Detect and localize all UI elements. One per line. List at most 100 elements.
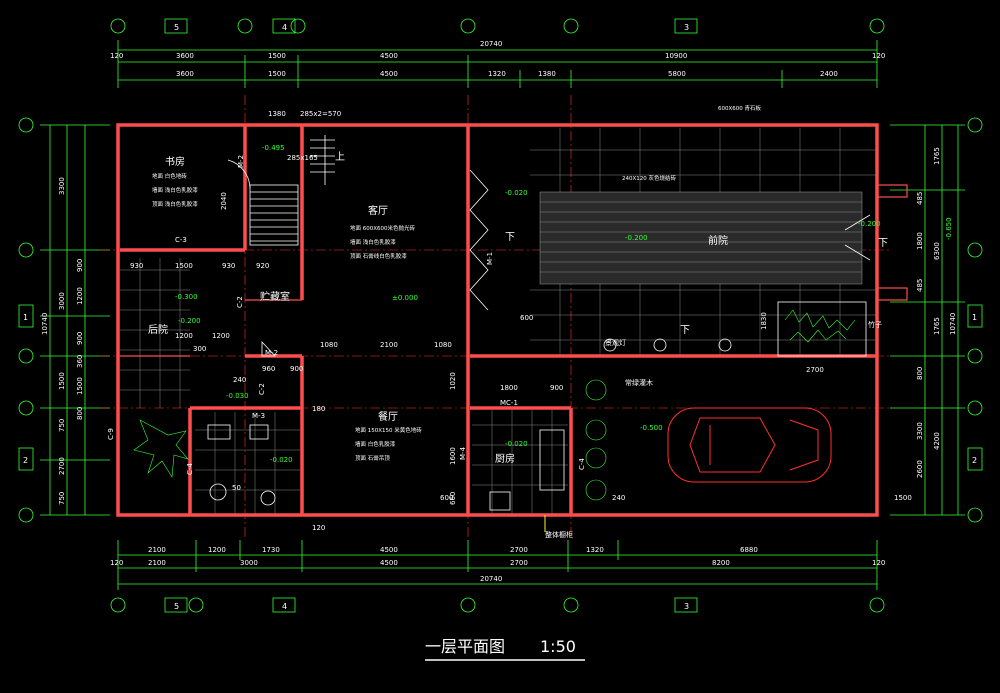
svg-text:墙面 浅白色乳胶漆: 墙面 浅白色乳胶漆	[350, 238, 396, 246]
top-axis-4: 4	[282, 23, 287, 32]
svg-text:4500: 4500	[380, 559, 398, 567]
svg-text:285x165: 285x165	[287, 154, 318, 162]
svg-text:-0.200: -0.200	[178, 317, 201, 325]
svg-text:1200: 1200	[212, 332, 230, 340]
svg-text:10740: 10740	[949, 313, 957, 335]
floor-tile-grids	[120, 128, 877, 515]
svg-text:900: 900	[290, 365, 303, 373]
svg-text:M-3: M-3	[252, 412, 265, 420]
svg-text:5800: 5800	[668, 70, 686, 78]
svg-text:地面 白色地砖: 地面 白色地砖	[152, 172, 187, 180]
svg-text:2040: 2040	[220, 192, 228, 210]
svg-text:6880: 6880	[740, 546, 758, 554]
svg-text:M-2: M-2	[265, 349, 278, 357]
svg-text:1500: 1500	[76, 377, 84, 395]
svg-text:3300: 3300	[916, 422, 924, 440]
staircase	[249, 135, 335, 246]
svg-text:4200: 4200	[933, 432, 941, 450]
svg-text:1500: 1500	[58, 372, 66, 390]
svg-text:-0.200: -0.200	[858, 220, 881, 228]
svg-text:1765: 1765	[933, 147, 941, 165]
svg-text:1800: 1800	[916, 232, 924, 250]
svg-text:2700: 2700	[510, 546, 528, 554]
svg-text:6300: 6300	[933, 242, 941, 260]
svg-text:MC-1: MC-1	[500, 399, 518, 407]
axis-center-lines	[100, 95, 890, 540]
svg-text:下: 下	[878, 238, 888, 249]
room-living: 客厅	[368, 204, 388, 217]
fixtures	[207, 338, 732, 532]
svg-text:930: 930	[130, 262, 143, 270]
svg-text:360: 360	[76, 355, 84, 368]
svg-text:10900: 10900	[665, 52, 687, 60]
top-axis-5: 5	[174, 23, 179, 32]
svg-text:4500: 4500	[380, 546, 398, 554]
bottom-dimension-lines	[117, 540, 878, 590]
svg-text:-0.020: -0.020	[505, 189, 528, 197]
top-dimension-texts: 20740 120 3600 1500 4500 10900 120 3600 …	[110, 40, 885, 78]
svg-text:1765: 1765	[933, 317, 941, 335]
svg-text:-0.300: -0.300	[175, 293, 198, 301]
svg-text:750: 750	[58, 492, 66, 505]
svg-text:750: 750	[58, 419, 66, 432]
svg-text:地面 150X150 米黄色地砖: 地面 150X150 米黄色地砖	[355, 426, 422, 434]
svg-text:C-2: C-2	[236, 296, 244, 308]
bottom-axis-4: 4	[282, 602, 287, 611]
svg-text:1500: 1500	[268, 52, 286, 60]
left-axis-1: 1	[23, 313, 28, 322]
svg-text:240X120 灰色烧结砖: 240X120 灰色烧结砖	[622, 174, 677, 182]
svg-text:1730: 1730	[262, 546, 280, 554]
svg-text:2100: 2100	[380, 341, 398, 349]
interior-dimensions: 1380 285x2=570 285x165 920 2040 930 1500…	[130, 110, 912, 532]
svg-text:下: 下	[680, 325, 690, 336]
svg-text:1020: 1020	[449, 372, 457, 390]
svg-text:1600: 1600	[449, 447, 457, 465]
room-labels: 书房 贮藏室 客厅 后院 餐厅 厨房 前院 竹子 常绿灌木 景观灯 整体橱柜	[148, 155, 882, 539]
right-dimension-lines: 1 2	[890, 117, 983, 523]
svg-text:1080: 1080	[434, 341, 452, 349]
right-axis-2: 2	[972, 456, 977, 465]
svg-text:1080: 1080	[320, 341, 338, 349]
room-front-yard: 前院	[708, 234, 728, 247]
svg-text:M-4: M-4	[459, 446, 467, 460]
left-dimension-texts: 10740 3300 3000 1500 750 2700 750 900 12…	[41, 177, 84, 505]
label-bamboo: 竹子	[868, 320, 882, 329]
room-kitchen: 厨房	[495, 452, 515, 465]
left-axis-2: 2	[23, 456, 28, 465]
svg-text:-0.020: -0.020	[505, 440, 528, 448]
svg-text:660: 660	[449, 492, 457, 505]
svg-text:485: 485	[916, 192, 924, 205]
svg-text:240: 240	[233, 376, 246, 384]
svg-text:下: 下	[505, 232, 515, 243]
title-text: 一层平面图	[425, 637, 505, 656]
svg-text:2700: 2700	[806, 366, 824, 374]
svg-text:地面 600X600米色抛光砖: 地面 600X600米色抛光砖	[350, 224, 416, 232]
room-storage: 贮藏室	[260, 290, 290, 303]
room-study: 书房	[165, 155, 185, 168]
top-axis-markers: 5 4 3	[110, 18, 885, 34]
svg-text:2100: 2100	[148, 546, 166, 554]
finish-notes: 地面 白色地砖 墙面 浅白色乳胶漆 顶面 浅白色乳胶漆 地面 600X600米色…	[152, 104, 762, 462]
svg-text:900: 900	[550, 384, 563, 392]
bottom-axis-5: 5	[174, 602, 179, 611]
top-dimension-lines	[117, 40, 878, 88]
svg-text:3600: 3600	[176, 52, 194, 60]
bottom-axis-markers: 5 4 3	[110, 597, 885, 613]
svg-text:1380: 1380	[538, 70, 556, 78]
svg-text:3300: 3300	[58, 177, 66, 195]
svg-text:120: 120	[110, 52, 123, 60]
label-evergreen: 常绿灌木	[625, 378, 653, 387]
door-window-tags: M-2 M-2 M-3 M-1 M-4 MC-1 C-3 C-2 C-2 C-9…	[107, 155, 586, 475]
svg-text:C-3: C-3	[175, 236, 187, 244]
svg-text:8200: 8200	[712, 559, 730, 567]
svg-text:50: 50	[232, 484, 241, 492]
svg-text:1500: 1500	[894, 494, 912, 502]
svg-text:顶面 石膏吊顶: 顶面 石膏吊顶	[355, 454, 390, 462]
svg-text:600: 600	[440, 494, 453, 502]
svg-text:C-4: C-4	[186, 463, 194, 475]
svg-text:1320: 1320	[488, 70, 506, 78]
svg-text:300: 300	[193, 345, 206, 353]
svg-text:900: 900	[76, 259, 84, 272]
svg-text:120: 120	[110, 559, 123, 567]
